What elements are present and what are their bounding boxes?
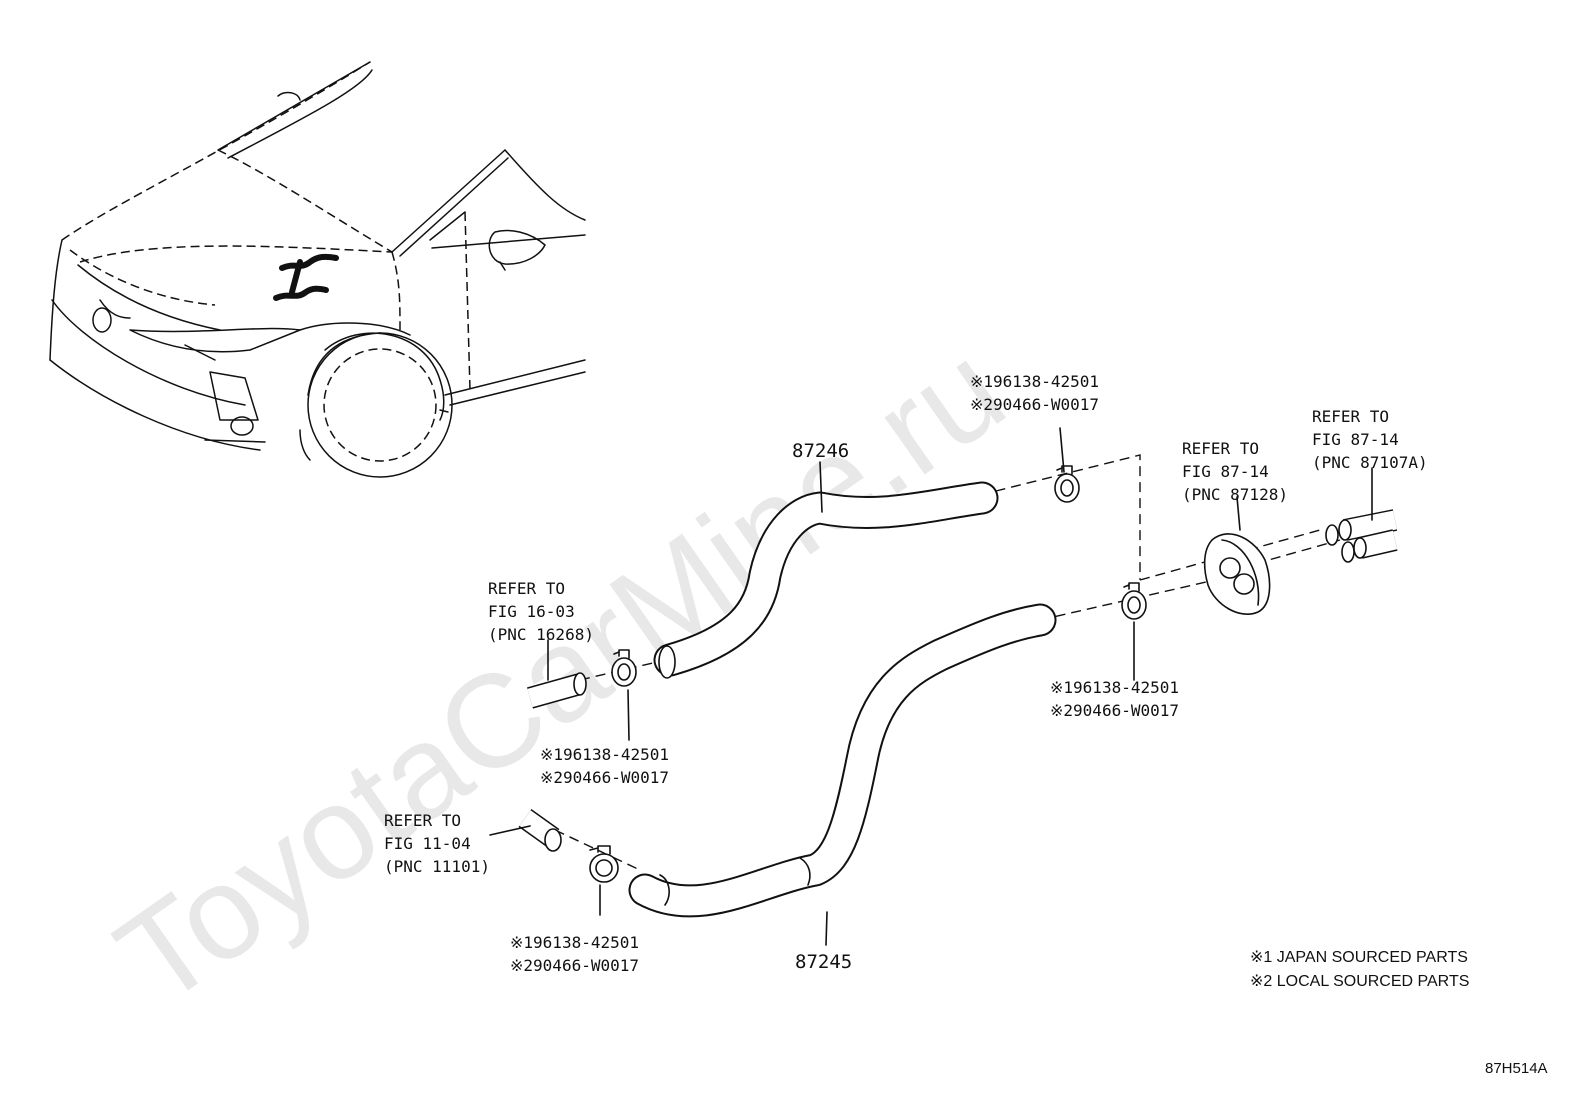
upper-hose-87246[interactable] bbox=[653, 481, 999, 679]
clamp-bottom[interactable] bbox=[589, 845, 619, 883]
clamp-codes-left: ※196138-42501 ※290466-W0017 bbox=[540, 745, 669, 787]
grommet bbox=[1203, 533, 1271, 615]
reference-line: FIG 11-04 bbox=[384, 834, 471, 853]
part-number-87246[interactable]: 87246 bbox=[792, 440, 849, 462]
sourcing-legend: ※1 JAPAN SOURCED PARTS ※2 LOCAL SOURCED … bbox=[1250, 949, 1469, 990]
clamp-code-local[interactable]: ※290466-W0017 bbox=[1050, 701, 1179, 720]
lower-hose-87245[interactable] bbox=[628, 603, 1057, 918]
clamp-code-local[interactable]: ※290466-W0017 bbox=[510, 956, 639, 975]
pipe-stub-bottom bbox=[518, 809, 562, 852]
clamp-codes-bottom: ※196138-42501 ※290466-W0017 bbox=[510, 933, 639, 975]
legend-local-sourced: ※2 LOCAL SOURCED PARTS bbox=[1250, 973, 1469, 990]
reference-fig-87-14-grommet[interactable]: REFER TO FIG 87-14 (PNC 87128) bbox=[1182, 439, 1288, 504]
reference-line: (PNC 87128) bbox=[1182, 485, 1288, 504]
clamp-code-japan[interactable]: ※196138-42501 bbox=[540, 745, 669, 764]
reference-fig-11-04[interactable]: REFER TO FIG 11-04 (PNC 11101) bbox=[384, 811, 490, 876]
clamp-code-japan[interactable]: ※196138-42501 bbox=[970, 372, 1099, 391]
reference-line: REFER TO bbox=[1312, 407, 1389, 426]
reference-line: REFER TO bbox=[488, 579, 565, 598]
reference-line: FIG 87-14 bbox=[1182, 462, 1269, 481]
clamp-code-japan[interactable]: ※196138-42501 bbox=[1050, 678, 1179, 697]
clamp-code-local[interactable]: ※290466-W0017 bbox=[540, 768, 669, 787]
clamp-top[interactable] bbox=[1054, 465, 1080, 503]
leader-lines bbox=[489, 427, 1373, 946]
clamp-right[interactable] bbox=[1121, 582, 1147, 620]
clamp-code-japan[interactable]: ※196138-42501 bbox=[510, 933, 639, 952]
heater-pipes-right bbox=[1325, 509, 1398, 563]
reference-line: REFER TO bbox=[384, 811, 461, 830]
clamp-codes-right: ※196138-42501 ※290466-W0017 bbox=[1050, 678, 1179, 720]
part-number-87245[interactable]: 87245 bbox=[795, 951, 852, 973]
vehicle-front-illustration bbox=[49, 61, 586, 478]
diagram-code: 87H514A bbox=[1485, 1060, 1548, 1077]
reference-line: REFER TO bbox=[1182, 439, 1259, 458]
legend-japan-sourced: ※1 JAPAN SOURCED PARTS bbox=[1250, 949, 1468, 966]
reference-fig-87-14-pipe[interactable]: REFER TO FIG 87-14 (PNC 87107A) bbox=[1312, 407, 1428, 472]
clamp-code-local[interactable]: ※290466-W0017 bbox=[970, 395, 1099, 414]
reference-line: (PNC 16268) bbox=[488, 625, 594, 644]
clamp-codes-top: ※196138-42501 ※290466-W0017 bbox=[970, 372, 1099, 414]
reference-line: FIG 16-03 bbox=[488, 602, 575, 621]
clamp-left[interactable] bbox=[611, 649, 637, 687]
pipe-stub-left bbox=[527, 672, 587, 709]
reference-line: (PNC 11101) bbox=[384, 857, 490, 876]
reference-line: (PNC 87107A) bbox=[1312, 453, 1428, 472]
reference-line: FIG 87-14 bbox=[1312, 430, 1399, 449]
reference-fig-16-03[interactable]: REFER TO FIG 16-03 (PNC 16268) bbox=[488, 579, 594, 644]
